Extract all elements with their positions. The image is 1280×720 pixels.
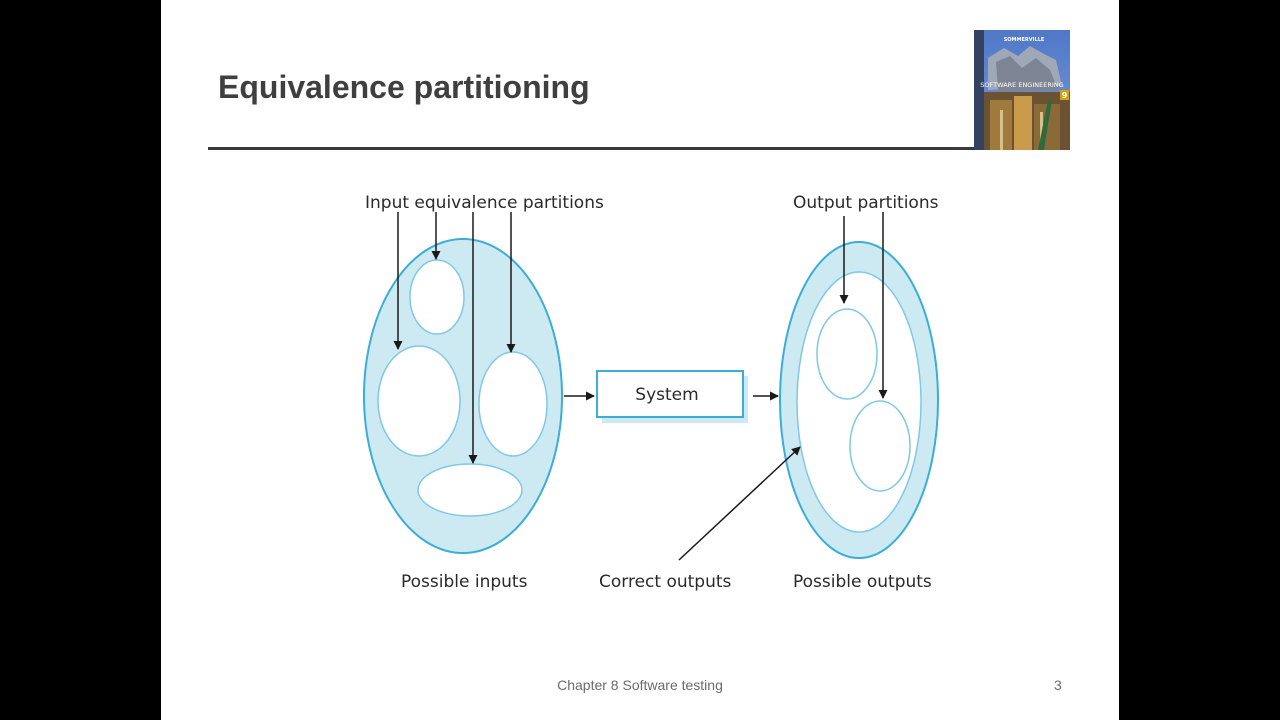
input-partitions-label: Input equivalence partitions: [365, 193, 604, 213]
slide: Equivalence partitioning SOMMERVILLE SOF…: [161, 0, 1119, 720]
output-partition-1: [816, 308, 878, 400]
slide-page-number: 3: [1054, 677, 1062, 693]
output-partitions-label: Output partitions: [793, 193, 939, 213]
book-cover-edition-badge: [1060, 90, 1069, 100]
book-cover-title: SOFTWARE ENGINEERING: [980, 81, 1063, 89]
correct-outputs-pointer: [678, 446, 801, 561]
book-cover-author: SOMMERVILLE: [1004, 37, 1045, 43]
slide-title: Equivalence partitioning: [218, 69, 590, 105]
book-cover-art: SOMMERVILLE SOFTWARE ENGINEERING 9: [974, 30, 1070, 150]
input-partition-2: [377, 345, 461, 457]
equivalence-partitioning-diagram: System Input equivalence partitions Outp…: [363, 193, 939, 592]
system-label: System: [635, 385, 698, 405]
book-cover-image: SOMMERVILLE SOFTWARE ENGINEERING 9: [974, 30, 1070, 150]
system-box: [596, 370, 744, 418]
correct-outputs-ellipse: [796, 271, 922, 533]
book-cover-edition: 9: [1062, 91, 1068, 100]
output-partition-2: [849, 400, 911, 492]
title-divider: [208, 147, 975, 150]
correct-outputs-label: Correct outputs: [599, 572, 732, 592]
input-partition-3: [478, 351, 548, 457]
input-partition-1: [409, 259, 465, 335]
possible-outputs-label: Possible outputs: [793, 572, 932, 592]
slide-footer: Chapter 8 Software testing: [557, 677, 723, 693]
input-partition-4: [417, 463, 523, 517]
possible-inputs-label: Possible inputs: [401, 572, 528, 592]
